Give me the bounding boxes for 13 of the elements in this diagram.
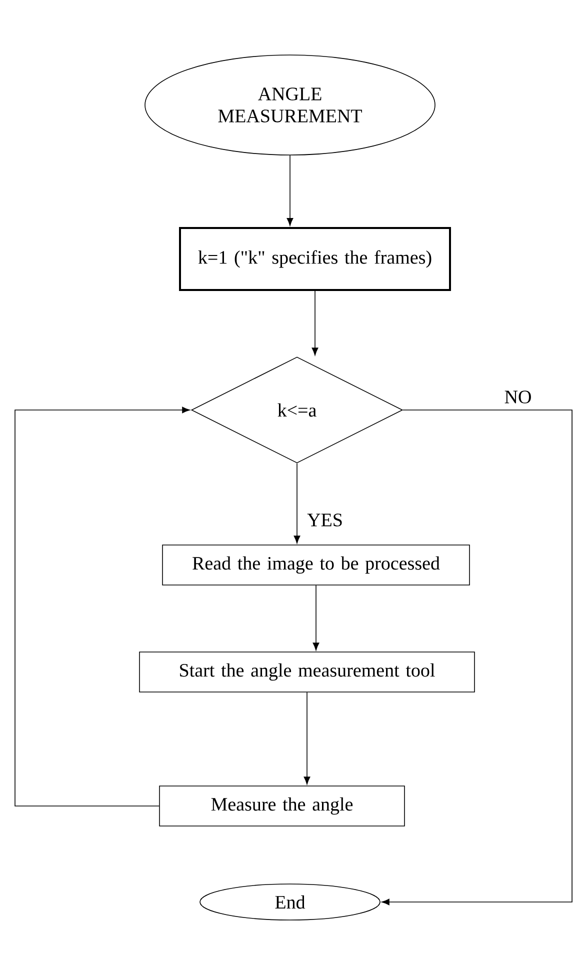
arrow [304, 692, 310, 784]
process-box: k=1 ("k" specifies the frames) [179, 227, 451, 291]
arrow [286, 155, 294, 226]
edge-label: NO [503, 390, 533, 404]
arrow [312, 290, 318, 356]
arrow [14, 406, 190, 806]
arrow [294, 463, 300, 544]
process-box: Start the angle measurement tool [139, 652, 475, 692]
process-box: Measure the angle [159, 786, 405, 826]
edge-label: YES [306, 512, 344, 528]
arrow [312, 585, 320, 650]
process-box: Read the image to be processed [162, 544, 470, 586]
arrow [382, 410, 572, 906]
